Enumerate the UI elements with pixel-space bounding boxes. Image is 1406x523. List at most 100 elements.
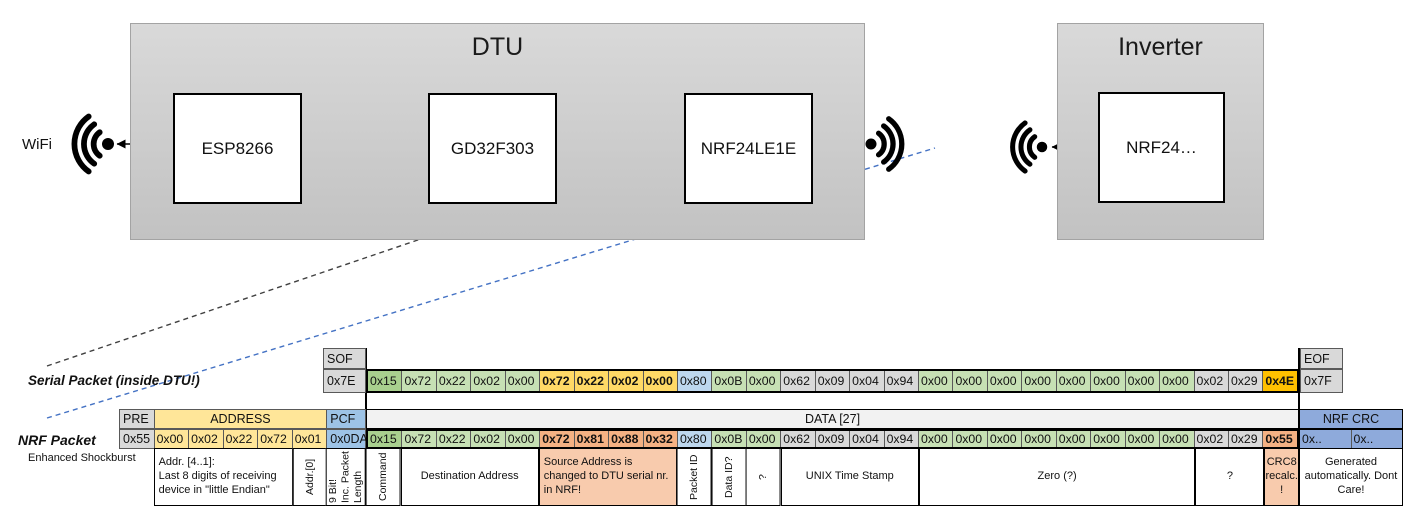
serial-packet-dashed-callout: [46, 171, 619, 367]
nrf-packet-label: NRF Packet: [18, 432, 96, 448]
wifi-icon-dtu-right: [865, 116, 905, 172]
gd32f303-box: GD32F303: [428, 93, 557, 204]
serial-byte-cell: 0x00: [919, 371, 954, 391]
nrf-byte-cell: 0x00: [505, 431, 541, 447]
serial-byte-cell: 0x02: [471, 371, 506, 391]
pcf-byte-cell: 0x0DA: [326, 429, 368, 449]
serial-byte-cell: 0x00: [1056, 371, 1092, 391]
nrf-byte-cell: 0x22: [436, 431, 472, 447]
nrf-byte-cell: 0x09: [815, 431, 851, 447]
enhanced-shockburst-label: Enhanced Shockburst: [28, 452, 136, 464]
serial-byte-cell: 0x15: [368, 371, 403, 391]
address-byte-cell: 0x22: [223, 430, 259, 448]
serial-byte-cell: 0x00: [1160, 371, 1195, 391]
address-byte-cell: 0x02: [189, 430, 224, 448]
pcf-header: PCF: [326, 409, 366, 429]
note-question-1: ?: [746, 448, 781, 506]
serial-byte-cell: 0x00: [1125, 371, 1161, 391]
nrf-byte-cell: 0x04: [850, 431, 885, 447]
serial-byte-cell: 0x04: [850, 371, 885, 391]
note-addr0: Addr.[0]: [292, 448, 328, 506]
nrf-byte-cell: 0x72: [402, 431, 437, 447]
nrf24le1e-box: NRF24LE1E: [684, 93, 813, 204]
note-addr41: Addr. [4..1]: Last 8 digits of receiving…: [153, 448, 293, 506]
data-header: DATA [27]: [366, 409, 1299, 429]
serial-byte-cell: 0x00: [1022, 371, 1057, 391]
nrf-byte-cell: 0x00: [1022, 431, 1057, 447]
crc-byte-cell: 0x..: [1300, 430, 1352, 448]
nrf-byte-cell: 0x15: [368, 431, 403, 447]
note-data-id: Data ID?: [711, 448, 747, 506]
inverter-title: Inverter: [1118, 33, 1203, 61]
nrf-crc-header: NRF CRC: [1299, 409, 1403, 429]
note-pcf-length: 9 Bit! Inc. Packet Length: [326, 448, 366, 506]
address-byte-cell: 0x00: [154, 430, 190, 448]
nrf24-box: NRF24…: [1098, 92, 1225, 203]
note-command: Command: [366, 448, 401, 506]
serial-byte-cell: 0x94: [884, 371, 919, 391]
sof-header: SOF: [323, 348, 366, 369]
serial-byte-cell: 0x00: [643, 371, 678, 391]
serial-byte-cell: 0x00: [1091, 371, 1126, 391]
note-question-2: ?: [1195, 448, 1265, 506]
serial-byte-cell: 0x80: [677, 371, 713, 391]
nrf-byte-cell: 0x32: [643, 431, 678, 447]
dtu-title: DTU: [471, 33, 524, 61]
address-byte-cell: 0x72: [258, 430, 293, 448]
nrf-byte-cell: 0x88: [609, 431, 644, 447]
nrf-byte-cell: 0x02: [471, 431, 506, 447]
address-byte-cell: 0x01: [292, 430, 327, 448]
serial-packet-label: Serial Packet (inside DTU!): [28, 373, 200, 388]
nrf-byte-cell: 0x62: [781, 431, 816, 447]
nrf-packet-dashed-callout: [46, 147, 936, 419]
note-source-address: Source Address is changed to DTU serial …: [538, 448, 677, 506]
serial-byte-cell: 0x4E: [1263, 371, 1297, 391]
nrf24-label: NRF24…: [1126, 137, 1197, 157]
annotation-row: Addr. [4..1]: Last 8 digits of receiving…: [0, 448, 1406, 506]
serial-byte-cell: 0x00: [746, 371, 782, 391]
table-align-line-left: [364, 348, 368, 506]
wifi-icon-left: [71, 113, 114, 175]
nrf-crc-byte-row: 0x..0x..: [1299, 429, 1403, 449]
serial-byte-cell: 0x22: [574, 371, 610, 391]
serial-byte-cell: 0x00: [987, 371, 1023, 391]
crc-byte-cell: 0x..: [1351, 430, 1402, 448]
serial-byte-cell: 0x72: [402, 371, 437, 391]
note-generated: Generated automatically. Dont Care!: [1299, 448, 1403, 506]
address-header: ADDRESS: [153, 409, 328, 429]
nrf-byte-cell: 0x00: [919, 431, 954, 447]
esp8266-box: ESP8266: [173, 93, 302, 204]
nrf-byte-cell: 0x29: [1228, 431, 1264, 447]
serial-byte-cell: 0x02: [609, 371, 644, 391]
note-packet-id: Packet ID: [677, 448, 712, 506]
nrf-byte-cell: 0x0B: [712, 431, 747, 447]
serial-byte-cell: 0x02: [1194, 371, 1229, 391]
nrf-byte-cell: 0x00: [1125, 431, 1161, 447]
wifi-label: WiFi: [22, 136, 52, 153]
note-unix-timestamp: UNIX Time Stamp: [780, 448, 919, 506]
note-crc8: CRC8 recalc. !: [1264, 448, 1299, 506]
serial-byte-cell: 0x62: [781, 371, 816, 391]
nrf24le1e-label: NRF24LE1E: [700, 138, 797, 158]
serial-byte-cell: 0x09: [815, 371, 851, 391]
nrf-byte-cell: 0x02: [1194, 431, 1229, 447]
nrf-byte-cell: 0x00: [746, 431, 782, 447]
pre-byte-cell: 0x55: [119, 429, 155, 449]
serial-byte-cell: 0x00: [953, 371, 988, 391]
sof-byte-cell: 0x7E: [323, 369, 366, 393]
nrf-byte-cell: 0x94: [884, 431, 919, 447]
serial-byte-cell: 0x0B: [712, 371, 747, 391]
note-destination-address: Destination Address: [400, 448, 539, 506]
gd32f303-label: GD32F303: [450, 138, 535, 158]
serial-byte-cell: 0x29: [1228, 371, 1264, 391]
nrf-byte-cell: 0x00: [1160, 431, 1195, 447]
nrf-byte-cell: 0x72: [540, 431, 575, 447]
nrf-byte-cell: 0x00: [987, 431, 1023, 447]
nrf-byte-cell: 0x00: [1091, 431, 1126, 447]
note-zero: Zero (?): [918, 448, 1196, 506]
serial-byte-cell: 0x22: [436, 371, 472, 391]
